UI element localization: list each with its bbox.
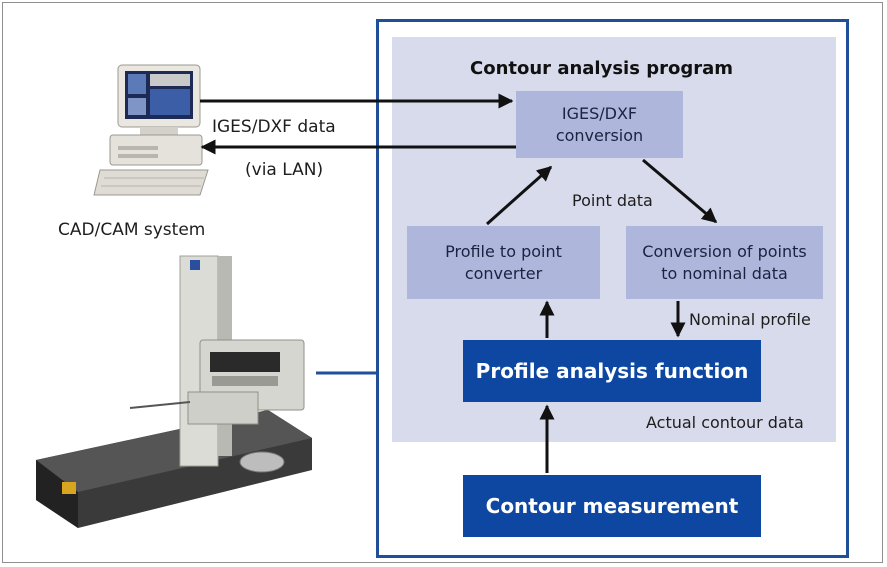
contour-measurement-box: Contour measurement xyxy=(463,475,761,537)
measuring-instrument-icon xyxy=(36,255,312,528)
iges-dxf-data-label: IGES/DXF data xyxy=(212,117,336,137)
iges-conversion-box: IGES/DXF conversion xyxy=(516,91,683,158)
program-title: Contour analysis program xyxy=(470,58,733,79)
via-lan-label: (via LAN) xyxy=(245,160,324,180)
actual-contour-label: Actual contour data xyxy=(646,413,804,432)
point-data-label: Point data xyxy=(572,191,653,210)
arrow-to-iges-from-converter xyxy=(486,165,553,226)
arrow-to-nominal-conversion xyxy=(642,158,718,224)
cad-cam-label: CAD/CAM system xyxy=(58,220,206,240)
profile-to-point-box: Profile to point converter xyxy=(407,226,600,299)
points-to-nominal-box: Conversion of points to nominal data xyxy=(626,226,823,299)
profile-analysis-box: Profile analysis function xyxy=(463,340,761,402)
nominal-profile-label: Nominal profile xyxy=(689,310,811,329)
computer-icon xyxy=(93,64,209,196)
